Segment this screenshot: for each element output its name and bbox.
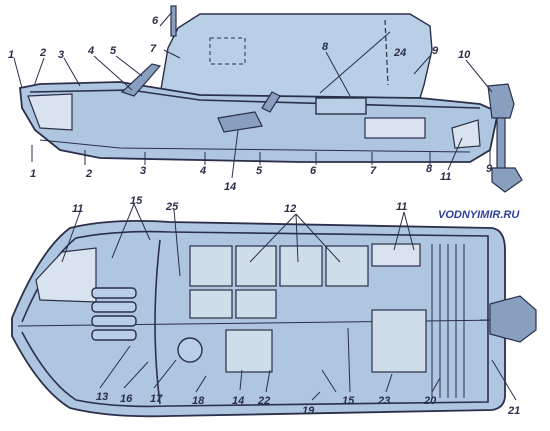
plan-label-25: 25 <box>165 201 179 213</box>
side-label-1: 1 <box>8 49 14 61</box>
station-label-1: 1 <box>30 168 36 180</box>
canopy-seam <box>384 19 389 86</box>
side-label-10: 10 <box>458 49 471 61</box>
plan-leaders <box>61 203 517 401</box>
side-label-9: 9 <box>432 45 439 57</box>
bow-hatch-3 <box>91 315 137 327</box>
plan-label-17: 17 <box>150 393 163 405</box>
side-leaders <box>13 11 493 179</box>
bow-hatch-4 <box>91 329 137 341</box>
plan-label-15-bow: 15 <box>130 195 143 207</box>
plan-view: 11 15 25 12 11 13 16 17 18 14 22 19 15 2… <box>11 195 537 418</box>
keel-line <box>39 139 471 153</box>
side-label-6: 6 <box>152 15 159 27</box>
plan-label-20: 20 <box>423 395 437 407</box>
plan-label-15-mid: 15 <box>342 395 355 407</box>
plan-motor <box>489 295 537 343</box>
station-marks <box>31 145 491 165</box>
steering-wheel <box>177 337 203 363</box>
side-label-3: 3 <box>58 49 64 61</box>
side-label-4: 4 <box>87 45 94 57</box>
stern-grating <box>431 244 465 398</box>
plan-label-23: 23 <box>377 395 390 407</box>
plan-label-13: 13 <box>96 391 108 403</box>
windshield <box>120 63 162 97</box>
bow-hatch-1 <box>91 287 137 299</box>
side-view: 1 2 3 4 5 6 7 8 9 10 11 14 24 1 2 3 4 5 … <box>8 5 523 193</box>
side-label-7: 7 <box>150 43 157 55</box>
stern-tank <box>451 119 481 149</box>
mast <box>170 5 177 37</box>
outboard-motor <box>487 83 523 193</box>
station-label-6: 6 <box>310 165 317 177</box>
driver-seat <box>225 329 273 373</box>
bow-foam <box>27 93 73 131</box>
canopy-edge <box>319 31 391 94</box>
station-label-5: 5 <box>256 165 263 177</box>
front-cushions <box>189 245 369 319</box>
plan-label-18: 18 <box>192 395 205 407</box>
side-label-24: 24 <box>393 47 406 59</box>
station-label-4: 4 <box>199 165 206 177</box>
plan-label-21: 21 <box>507 405 520 417</box>
plan-label-16: 16 <box>120 393 133 405</box>
plan-label-11-stern: 11 <box>396 201 407 213</box>
station-label-7: 7 <box>370 165 377 177</box>
station-label-8: 8 <box>426 163 433 175</box>
canopy <box>159 13 433 99</box>
side-label-2: 2 <box>39 47 46 59</box>
side-label-8: 8 <box>322 41 329 53</box>
side-seat <box>217 111 263 133</box>
plan-label-11-bow: 11 <box>72 203 83 215</box>
station-label-9: 9 <box>486 163 493 175</box>
side-label-14: 14 <box>224 181 236 193</box>
side-label-11: 11 <box>440 171 451 183</box>
side-locker <box>315 97 367 115</box>
plan-label-19: 19 <box>302 405 315 417</box>
plan-bow-foam <box>35 247 97 303</box>
canopy-window <box>209 37 246 65</box>
bow-hatch-2 <box>91 301 137 313</box>
plan-label-14: 14 <box>232 395 244 407</box>
watermark: VODNYIMIR.RU <box>438 209 520 221</box>
plan-label-22: 22 <box>257 395 270 407</box>
rear-cushion <box>371 309 427 373</box>
stern-foam <box>364 117 426 139</box>
plan-label-12: 12 <box>284 203 296 215</box>
plan-windshield <box>154 239 161 405</box>
side-seat-back <box>261 91 281 113</box>
side-label-5: 5 <box>110 45 117 57</box>
station-label-3: 3 <box>140 165 146 177</box>
station-label-2: 2 <box>85 168 92 180</box>
